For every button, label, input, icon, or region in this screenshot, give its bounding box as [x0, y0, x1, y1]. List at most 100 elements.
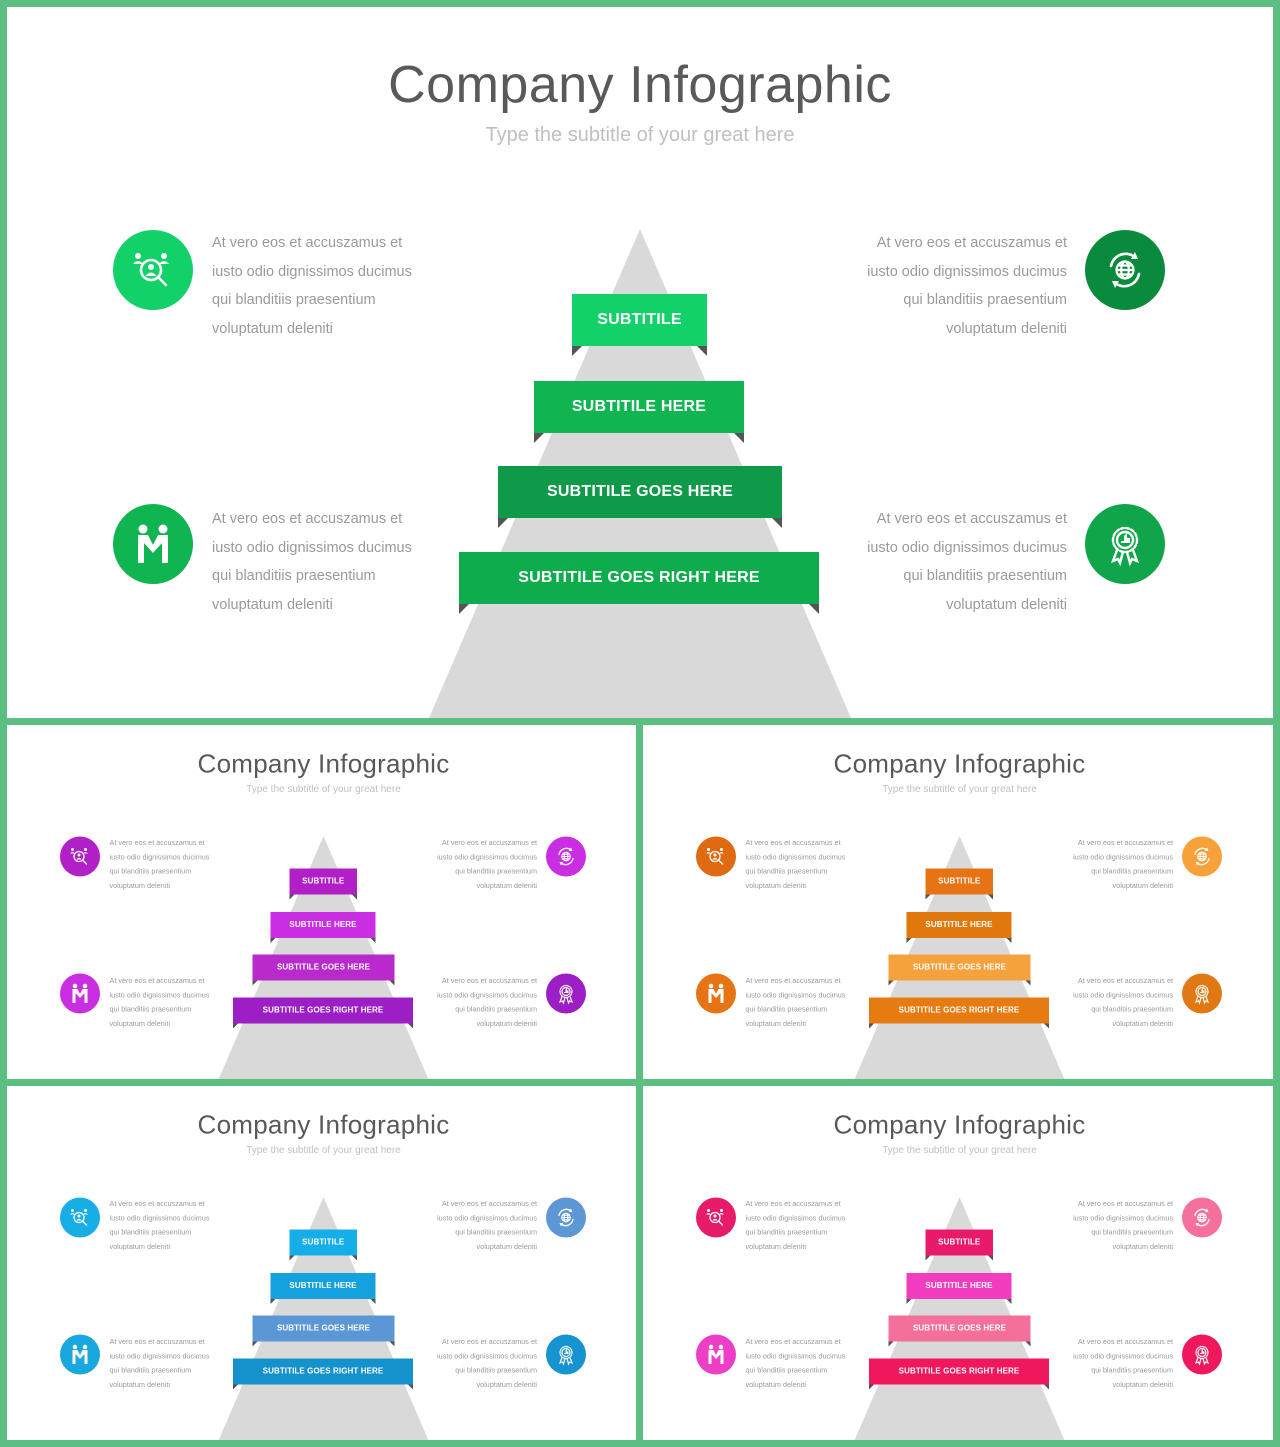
text-line: qui blanditiis praesentium — [1091, 1005, 1173, 1014]
band-label: SUBTITILE — [597, 311, 682, 328]
band-label: SUBTITILE GOES HERE — [546, 483, 734, 500]
description-text-top-left: At vero eos et accuszamus et iusto odio … — [746, 836, 861, 893]
text-line: iusto odio dignissimos ducimus — [437, 991, 537, 1000]
band-label: SUBTITILE GOES RIGHT HERE — [898, 1006, 1020, 1015]
text-line: At vero eos et accuszamus et — [745, 1200, 841, 1208]
pyramid-shape — [218, 1197, 429, 1440]
description-text-top-right: At vero eos et accuszamus et iusto odio … — [837, 229, 1067, 343]
text-line: iusto odio dignissimos ducimus — [109, 1352, 210, 1361]
text-line: At vero eos et accuszamus et — [109, 1200, 205, 1208]
text-line: voluptatum deleniti — [476, 881, 537, 890]
band-label: SUBTITILE GOES HERE — [276, 963, 371, 972]
globe-cycle-icon — [546, 836, 586, 877]
text-line: voluptatum deleniti — [946, 596, 1067, 613]
pyramid-band-1: SUBTITILE — [289, 1229, 357, 1261]
text-line: At vero eos et accuszamus et — [745, 1338, 841, 1346]
text-line: iusto odio dignissimos ducimus — [109, 853, 210, 862]
text-line: qui blanditiis praesentium — [455, 1005, 537, 1014]
slide-title: Company Infographic — [388, 56, 892, 114]
slide-title: Company Infographic — [833, 1110, 1086, 1140]
text-line: voluptatum deleniti — [745, 1380, 806, 1389]
description-text-bottom-left: At vero eos et accuszamus et iusto odio … — [110, 1335, 225, 1392]
band-label: SUBTITILE GOES HERE — [912, 1324, 1007, 1333]
description-text-bottom-left: At vero eos et accuszamus et iusto odio … — [212, 505, 442, 619]
text-line: voluptatum deleniti — [1112, 1380, 1173, 1389]
text-line: iusto odio dignissimos ducimus — [1073, 853, 1173, 862]
partners-icon — [60, 1334, 100, 1375]
slide-pink: Company Infographic Type the subtitle of… — [643, 1086, 1273, 1440]
text-line: qui blanditiis praesentium — [109, 867, 192, 876]
description-text-top-right: At vero eos et accuszamus et iusto odio … — [422, 836, 537, 893]
slide-title: Company Infographic — [197, 1110, 450, 1140]
text-line: voluptatum deleniti — [1112, 1242, 1173, 1251]
band-label: SUBTITILE GOES HERE — [276, 1324, 371, 1333]
pyramid-shape — [218, 836, 429, 1079]
description-text-bottom-right: At vero eos et accuszamus et iusto odio … — [1058, 974, 1173, 1031]
text-line: iusto odio dignissimos ducimus — [1073, 991, 1173, 1000]
band-label: SUBTITILE HERE — [925, 920, 993, 930]
text-line: qui blanditiis praesentium — [1091, 867, 1173, 876]
text-line: qui blanditiis praesentium — [745, 1228, 828, 1237]
slide-stage: Company Infographic Type the subtitle of… — [7, 7, 1273, 718]
text-line: iusto odio dignissimos ducimus — [745, 853, 846, 862]
text-line: At vero eos et accuszamus et — [876, 235, 1067, 251]
globe-cycle-icon — [1182, 836, 1222, 877]
slide-purple: Company Infographic Type the subtitle of… — [7, 725, 636, 1079]
band-label: SUBTITILE — [938, 1238, 981, 1247]
description-text-bottom-right: At vero eos et accuszamus et iusto odio … — [422, 974, 537, 1031]
text-line: voluptatum deleniti — [946, 320, 1067, 337]
text-line: iusto odio dignissimos ducimus — [212, 539, 412, 556]
text-line: qui blanditiis praesentium — [109, 1366, 192, 1375]
pyramid-shape — [429, 229, 851, 718]
band-label: SUBTITILE GOES RIGHT HERE — [262, 1006, 384, 1015]
band-label: SUBTITILE — [938, 877, 981, 886]
description-text-bottom-left: At vero eos et accuszamus et iusto odio … — [746, 974, 861, 1031]
slide-orange: Company Infographic Type the subtitle of… — [643, 725, 1273, 1079]
text-line: qui blanditiis praesentium — [455, 1366, 537, 1375]
text-line: qui blanditiis praesentium — [745, 867, 828, 876]
team-search-icon — [60, 1197, 100, 1238]
text-line: qui blanditiis praesentium — [903, 292, 1067, 308]
slide-subtitle: Type the subtitle of your great here — [485, 124, 795, 146]
band-label: SUBTITILE GOES HERE — [912, 963, 1007, 972]
text-line: voluptatum deleniti — [109, 881, 170, 890]
band-label: SUBTITILE HERE — [925, 1281, 993, 1291]
text-line: qui blanditiis praesentium — [903, 568, 1067, 584]
description-text-bottom-right: At vero eos et accuszamus et iusto odio … — [837, 505, 1067, 619]
text-line: qui blanditiis praesentium — [745, 1366, 828, 1375]
award-badge-icon — [1182, 1334, 1222, 1375]
partners-icon — [696, 973, 736, 1014]
pyramid-band-1: SUBTITILE — [925, 1229, 993, 1261]
text-line: At vero eos et accuszamus et — [1077, 977, 1173, 985]
description-text-bottom-left: At vero eos et accuszamus et iusto odio … — [746, 1335, 861, 1392]
text-line: voluptatum deleniti — [476, 1019, 537, 1028]
text-line: qui blanditiis praesentium — [212, 292, 376, 308]
pyramid-band-1: SUBTITILE — [925, 868, 993, 900]
partners-icon — [60, 973, 100, 1014]
pyramid-band-3: SUBTITILE GOES HERE — [252, 1315, 395, 1347]
description-text-top-right: At vero eos et accuszamus et iusto odio … — [422, 1197, 537, 1254]
text-line: voluptatum deleniti — [212, 320, 333, 337]
text-line: iusto odio dignissimos ducimus — [745, 991, 846, 1000]
band-label: SUBTITILE HERE — [571, 398, 707, 415]
pyramid-band-3: SUBTITILE GOES HERE — [888, 954, 1031, 986]
text-line: voluptatum deleniti — [1112, 1019, 1173, 1028]
slide-stage: Company Infographic Type the subtitle of… — [7, 1086, 636, 1440]
slide-blue: Company Infographic Type the subtitle of… — [7, 1086, 636, 1440]
text-line: At vero eos et accuszamus et — [1077, 1338, 1173, 1346]
slide-subtitle: Type the subtitle of your great here — [246, 1144, 401, 1156]
award-badge-icon — [546, 973, 586, 1014]
text-line: qui blanditiis praesentium — [1091, 1366, 1173, 1375]
text-line: At vero eos et accuszamus et — [1077, 839, 1173, 847]
text-line: iusto odio dignissimos ducimus — [437, 1352, 537, 1361]
text-line: At vero eos et accuszamus et — [745, 977, 841, 985]
text-line: iusto odio dignissimos ducimus — [1073, 1352, 1173, 1361]
award-badge-icon — [546, 1334, 586, 1375]
pyramid-band-3: SUBTITILE GOES HERE — [888, 1315, 1031, 1347]
pyramid-band-4: SUBTITILE GOES RIGHT HERE — [869, 997, 1049, 1029]
text-line: At vero eos et accuszamus et — [212, 235, 403, 251]
description-text-bottom-right: At vero eos et accuszamus et iusto odio … — [422, 1335, 537, 1392]
text-line: At vero eos et accuszamus et — [212, 511, 403, 527]
slide-stage: Company Infographic Type the subtitle of… — [643, 1086, 1273, 1440]
text-line: At vero eos et accuszamus et — [441, 977, 537, 985]
